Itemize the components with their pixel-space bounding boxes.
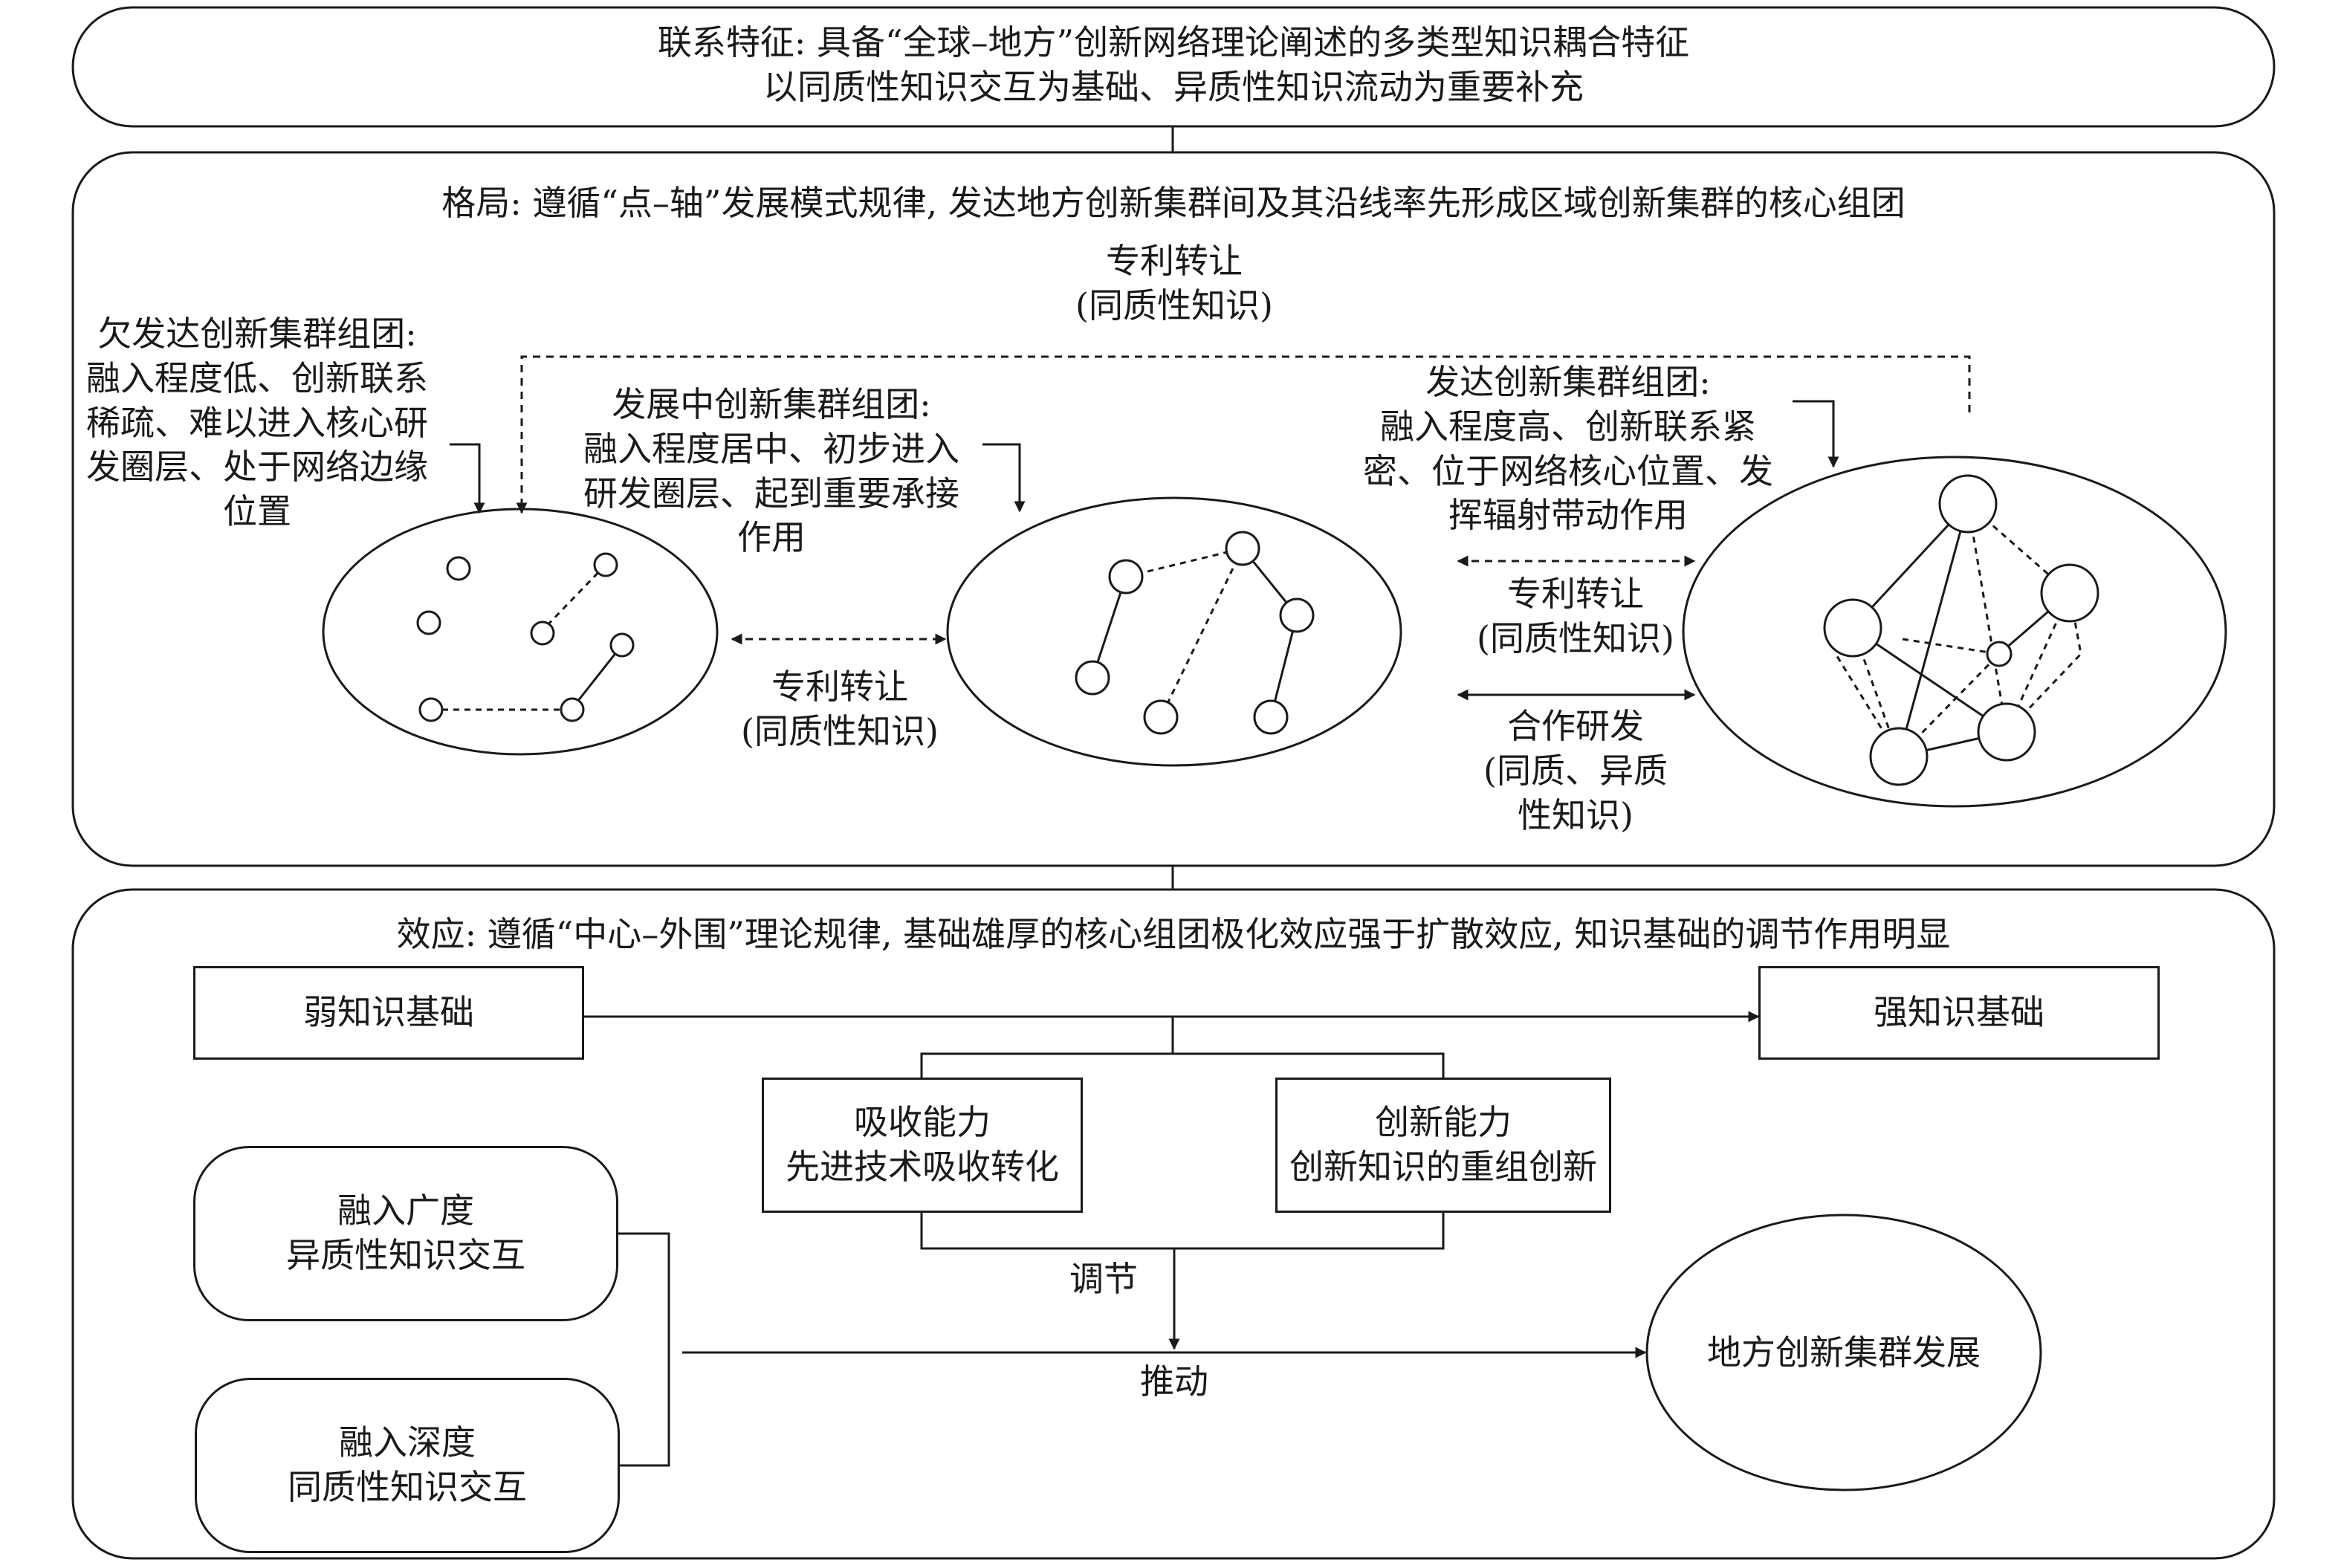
underdeveloped-pointer-arrow xyxy=(450,443,485,514)
top-transfer-line-2: (同质性知识) xyxy=(1075,285,1273,325)
capability-branch-top xyxy=(920,1052,1445,1078)
developed-line-3: 密、位于网络核心位置、发 xyxy=(1363,450,1773,491)
underdeveloped-network xyxy=(416,552,635,722)
underdeveloped-line-1: 欠发达创新集群组团: xyxy=(97,314,417,354)
integration-depth-box: 融入深度 同质性知识交互 xyxy=(195,1378,620,1553)
innovation-capacity-box: 创新能力 创新知识的重组创新 xyxy=(1275,1078,1611,1213)
developed-cluster-ellipse xyxy=(1682,456,2227,808)
absorptive-capacity-desc: 先进技术吸收转化 xyxy=(786,1147,1059,1187)
capability-branch-bottom xyxy=(920,1213,1445,1250)
developing-line-4: 作用 xyxy=(737,517,806,558)
linkage-line-2: 以同质性知识交互为基础、异质性知识流动为重要补充 xyxy=(763,66,1584,107)
integration-depth-desc: 同质性知识交互 xyxy=(288,1467,527,1507)
developed-pointer-arrow xyxy=(1793,400,1839,468)
top-transfer-label: 专利转让 (同质性知识) xyxy=(1026,239,1323,328)
absorptive-capacity-box: 吸收能力 先进技术吸收转化 xyxy=(762,1078,1083,1213)
developed-line-4: 挥辐射带动作用 xyxy=(1448,495,1688,536)
underdeveloped-line-4: 发圈层、处于网络边缘 xyxy=(86,447,428,487)
right-transfer-label: 专利转让 (同质性知识) xyxy=(1427,572,1724,661)
linkage-line-1: 联系特征: 具备“全球–地方”创新网络理论阐述的多类型知识耦合特征 xyxy=(657,22,1690,62)
outcome-label: 地方创新集群发展 xyxy=(1707,1332,1981,1373)
absorptive-capacity-title: 吸收能力 xyxy=(854,1102,991,1143)
underdeveloped-line-5: 位置 xyxy=(223,491,291,532)
developing-line-2: 融入程度居中、初步进入 xyxy=(583,428,959,469)
right-transfer-line-2: (同质性知识) xyxy=(1477,618,1674,658)
weak-knowledge-box: 弱知识基础 xyxy=(193,966,584,1060)
integration-bracket xyxy=(618,1232,670,1467)
pattern-title: 格局: 遵循“点–轴”发展模式规律, 发达地方创新集群间及其沿线率先形成区域创新… xyxy=(441,183,1905,223)
developed-cluster-label: 发达创新集群组团: 融入程度高、创新联系紧 密、位于网络核心位置、发 挥辐射带动… xyxy=(1338,360,1798,538)
mid-transfer-label: 专利转让 (同质性知识) xyxy=(691,665,988,754)
strong-knowledge-box: 强知识基础 xyxy=(1758,966,2160,1060)
integration-breadth-title: 融入广度 xyxy=(337,1190,474,1231)
developing-network xyxy=(1075,531,1315,735)
right-transfer-line-1: 专利转让 xyxy=(1507,574,1644,614)
regulate-label: 调节 xyxy=(1069,1259,1138,1299)
underdeveloped-line-2: 融入程度低、创新联系 xyxy=(86,357,428,398)
underdeveloped-line-3: 稀疏、难以进入核心研 xyxy=(86,402,428,443)
top-transfer-line-1: 专利转让 xyxy=(1106,241,1243,281)
coop-rd-line-1: 合作研发 xyxy=(1507,706,1644,746)
developing-line-1: 发展中创新集群组团: xyxy=(612,384,931,424)
linkage-text: 联系特征: 具备“全球–地方”创新网络理论阐述的多类型知识耦合特征 以同质性知识… xyxy=(73,21,2274,110)
integration-breadth-box: 融入广度 异质性知识交互 xyxy=(193,1146,618,1321)
developed-line-2: 融入程度高、创新联系紧 xyxy=(1380,406,1756,447)
developed-line-1: 发达创新集群组团: xyxy=(1425,362,1711,402)
integration-depth-title: 融入深度 xyxy=(339,1422,476,1463)
innovation-capacity-title: 创新能力 xyxy=(1375,1102,1512,1143)
top-transfer-dashed-link xyxy=(516,355,1971,514)
coop-rd-line-3: 性知识) xyxy=(1518,794,1633,835)
effect-title: 效应: 遵循“中心–外围”理论规律, 基础雄厚的核心组团极化效应强于扩散效应, … xyxy=(396,914,1951,954)
innovation-capacity-desc: 创新知识的重组创新 xyxy=(1289,1147,1597,1187)
effect-frame xyxy=(71,888,2276,1560)
outcome-ellipse xyxy=(1645,1214,2042,1491)
mid-transfer-line-2: (同质性知识) xyxy=(741,710,939,751)
developing-cluster-ellipse xyxy=(946,496,1402,767)
coop-rd-label: 合作研发 (同质、异质 性知识) xyxy=(1427,704,1724,838)
underdeveloped-cluster-label: 欠发达创新集群组团: 融入程度低、创新联系 稀疏、难以进入核心研 发圈层、处于网… xyxy=(71,312,443,534)
developing-cluster-label: 发展中创新集群组团: 融入程度居中、初步进入 研发圈层、起到重要承接 作用 xyxy=(556,383,987,560)
integration-breadth-desc: 异质性知识交互 xyxy=(286,1235,525,1275)
developed-network xyxy=(1823,474,2099,786)
developing-line-3: 研发圈层、起到重要承接 xyxy=(583,473,959,514)
mid-transfer-line-1: 专利转让 xyxy=(771,667,908,707)
drive-label: 推动 xyxy=(1140,1361,1208,1402)
strong-knowledge-label: 强知识基础 xyxy=(1874,992,2044,1033)
weak-knowledge-label: 弱知识基础 xyxy=(303,992,474,1033)
developing-pointer-arrow xyxy=(982,443,1026,513)
coop-rd-line-2: (同质、异质 xyxy=(1483,750,1668,791)
